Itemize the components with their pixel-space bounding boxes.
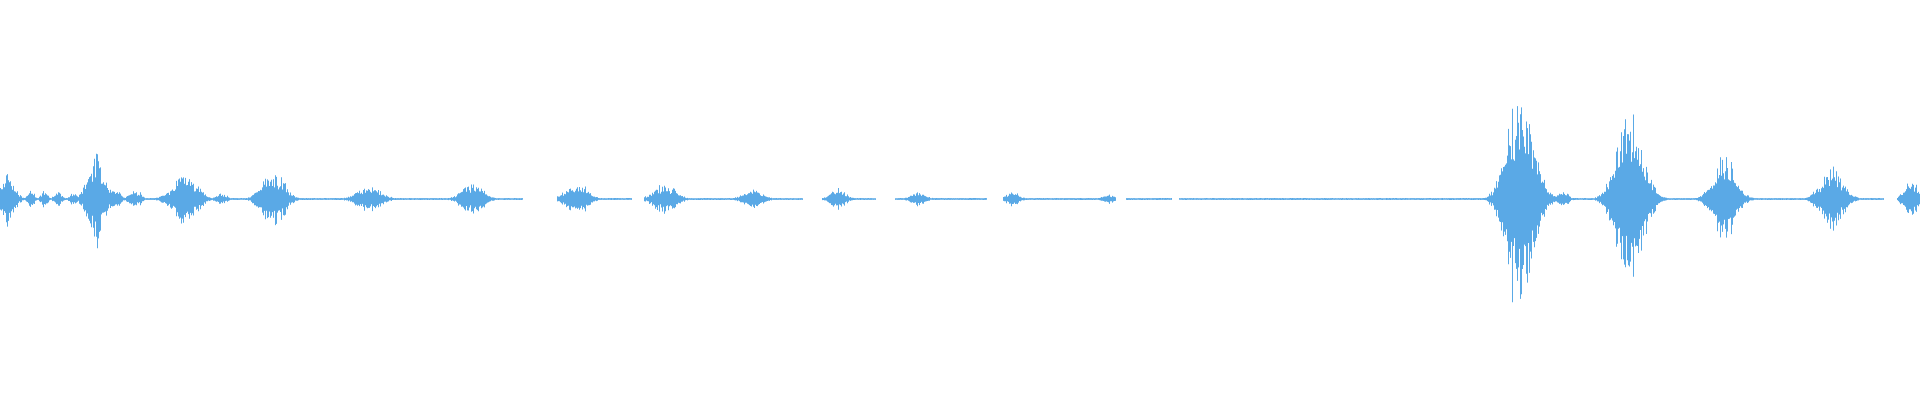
- waveform-bars: [0, 106, 1920, 303]
- waveform-samples: [0, 106, 1920, 303]
